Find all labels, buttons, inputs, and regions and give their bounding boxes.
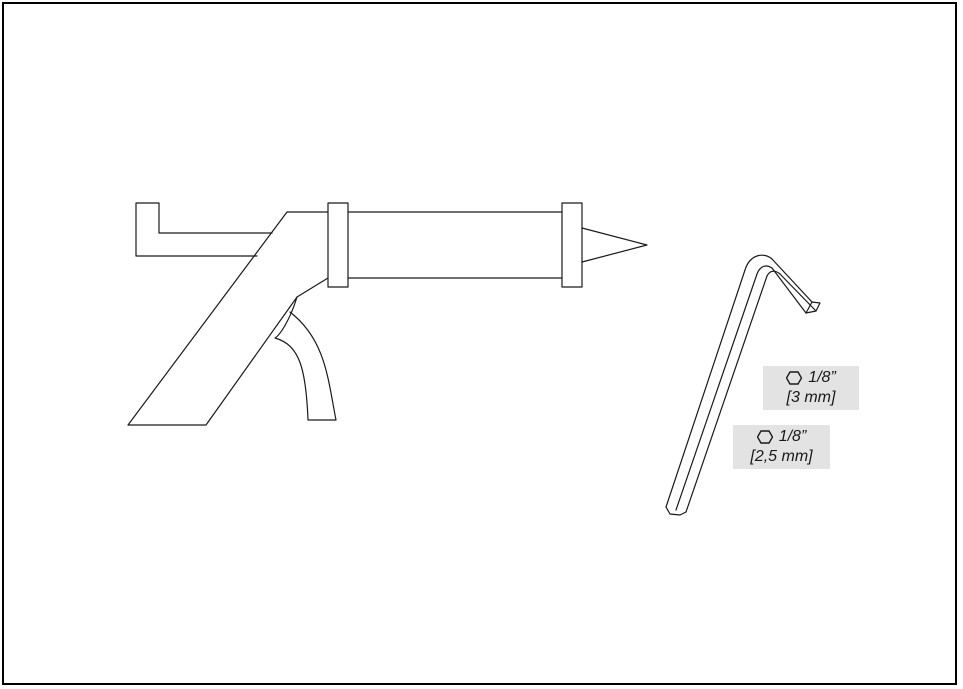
plunger-hook: [135, 202, 273, 257]
rear-clamp: [327, 202, 349, 288]
hex-key-tip: [665, 506, 687, 516]
front-clamp: [561, 202, 583, 288]
hex-key-bend: [744, 254, 781, 277]
gun-frame: [127, 211, 329, 426]
hex-size-imperial: 1/8”: [808, 369, 836, 386]
hexagon-icon: [786, 371, 803, 385]
hex-key-short-arm: [771, 258, 817, 314]
hex-size-imperial: 1/8”: [778, 428, 807, 445]
trigger: [274, 296, 337, 421]
hex-key-long-arm: [665, 269, 768, 513]
hex-size-metric: [2,5 mm]: [750, 448, 813, 465]
hex-size-label-2-5mm: 1/8” [2,5 mm]: [733, 425, 830, 469]
caulking-gun-icon: [127, 202, 648, 426]
cartridge-tube: [347, 211, 563, 279]
nozzle: [581, 227, 648, 263]
hexagon-icon: [756, 430, 773, 444]
hex-key-icon: [665, 254, 821, 516]
hex-key-end: [805, 301, 821, 314]
hex-size-metric: [3 mm]: [786, 389, 836, 406]
hex-size-label-3mm: 1/8” [3 mm]: [763, 366, 859, 410]
